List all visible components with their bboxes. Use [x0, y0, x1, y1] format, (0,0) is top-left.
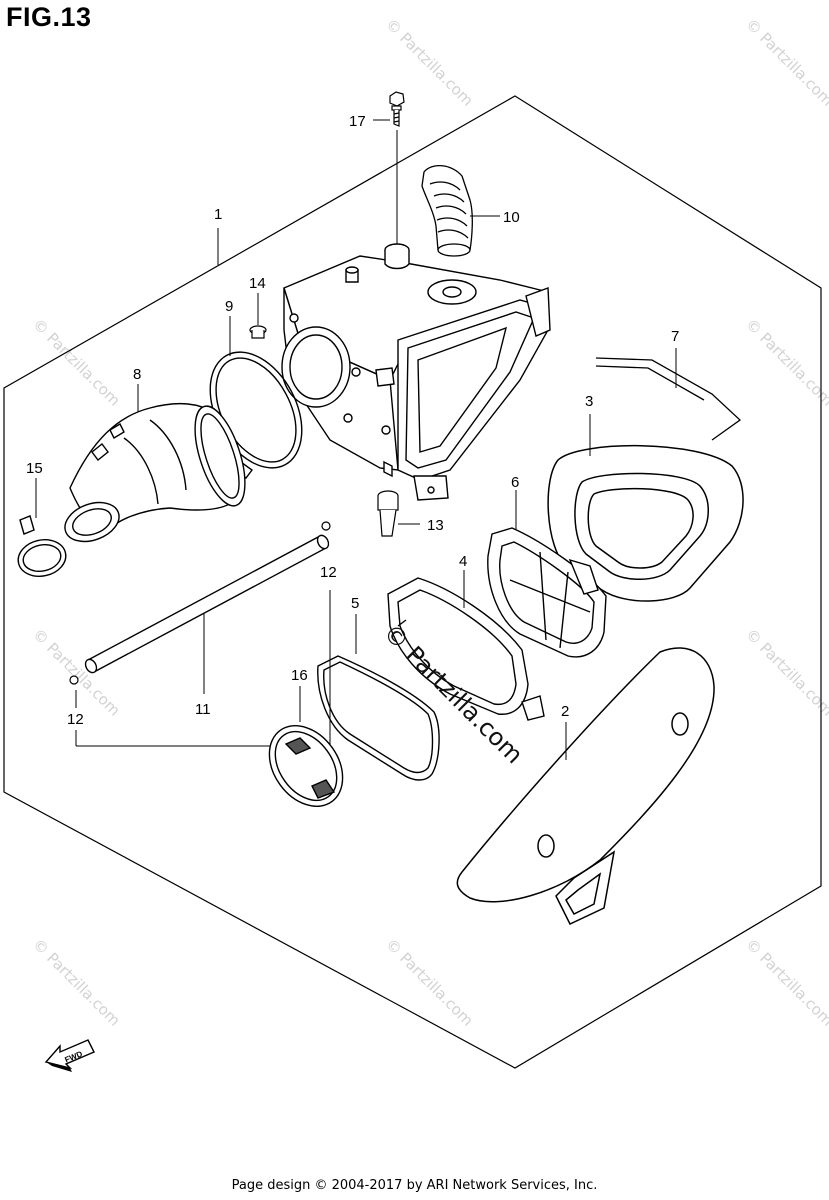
callout-8: 8: [133, 366, 141, 383]
screen-mesh-part: [268, 725, 344, 807]
watermark-tile: © Partzilla.com: [742, 315, 829, 410]
side-cover-part: [456, 647, 715, 925]
watermark-tile: © Partzilla.com: [29, 315, 124, 410]
watermark-tile: © Partzilla.com: [382, 935, 477, 1030]
assembly-outline: [3, 95, 822, 1069]
callout-17: 17: [349, 113, 366, 130]
air-filter-element-part: [547, 445, 744, 602]
callout-13: 13: [427, 517, 444, 534]
wire-clip-part: [595, 357, 742, 441]
air-cleaner-case-part: [281, 243, 551, 501]
callout-14: 14: [249, 275, 266, 292]
intake-boot-part: [64, 403, 246, 543]
watermark-tile: © Partzilla.com: [742, 15, 829, 110]
filter-cage-part: [487, 527, 607, 658]
callout-5: 5: [351, 595, 359, 612]
drain-tube-part: [84, 534, 330, 674]
hose-clamp-part: [17, 515, 67, 578]
fwd-arrow: FWD: [44, 1039, 95, 1072]
callout-9: 9: [225, 298, 233, 315]
callout-6: 6: [511, 474, 519, 491]
callout-labels: 17 10 1 14 9 7 8 3 15 6 13 4 12 5 16 11 …: [26, 113, 679, 728]
callout-2: 2: [561, 703, 569, 720]
page-footer: Page design © 2004-2017 by ARI Network S…: [231, 1178, 598, 1193]
callout-4: 4: [459, 553, 467, 570]
callout-10: 10: [503, 209, 520, 226]
watermark-tile: © Partzilla.com: [742, 625, 829, 720]
seal-part: [317, 655, 440, 781]
filter-frame-part: [387, 577, 545, 721]
bolt-part: [389, 91, 405, 127]
screw-part: [249, 325, 267, 339]
watermark-tile: © Partzilla.com: [742, 935, 829, 1030]
watermark-tile: © Partzilla.com: [29, 935, 124, 1030]
figure-title: FIG.13: [6, 2, 92, 32]
parts-diagram: © Partzilla.com © Partzilla.com © Partzi…: [3, 15, 829, 1072]
callout-7: 7: [671, 328, 679, 345]
callout-1: 1: [214, 206, 222, 223]
drain-plug-part: [377, 490, 399, 537]
callout-3: 3: [585, 393, 593, 410]
clip-part: [69, 521, 331, 685]
callout-12a: 12: [320, 564, 337, 581]
callout-15: 15: [26, 460, 43, 477]
callout-11: 11: [195, 701, 211, 718]
callout-16: 16: [291, 667, 308, 684]
breather-hose-part: [421, 165, 473, 257]
callout-12b: 12: [67, 711, 84, 728]
